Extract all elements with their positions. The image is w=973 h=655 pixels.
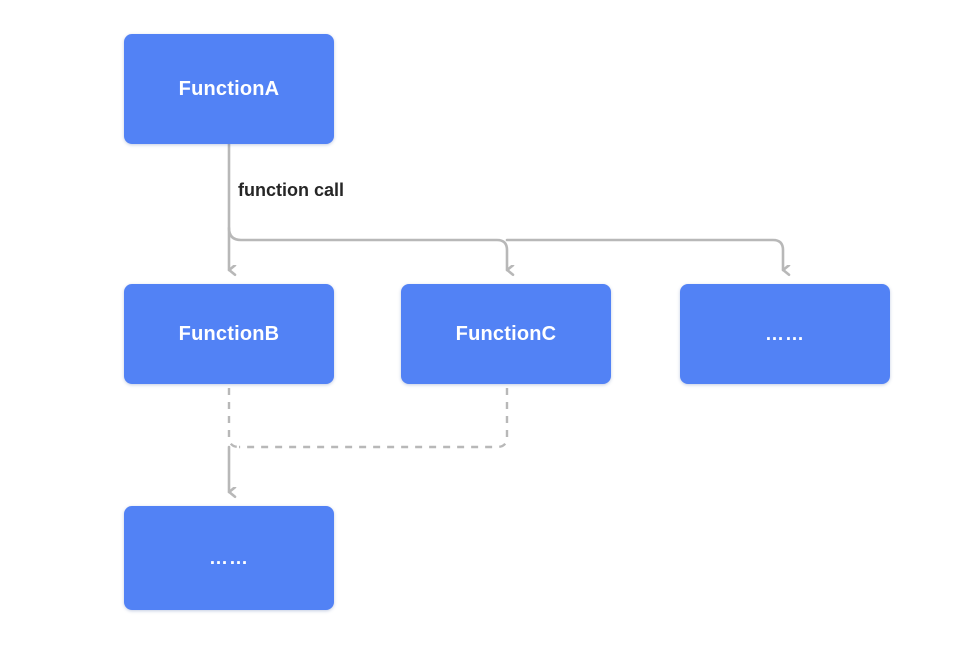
node-function-c-label: FunctionC — [455, 323, 557, 345]
node-function-a[interactable]: FunctionA — [124, 34, 334, 144]
node-function-b-label: FunctionB — [178, 323, 280, 345]
edge-a-to-more — [505, 238, 783, 270]
node-more-siblings[interactable]: …… — [680, 284, 890, 384]
edge-label-function-call: function call — [238, 180, 345, 200]
node-function-c[interactable]: FunctionC — [401, 284, 611, 384]
edge-c-to-leaf-dashed — [239, 388, 509, 449]
edge-b-to-leaf-dashed — [227, 388, 240, 449]
node-function-b[interactable]: FunctionB — [124, 284, 334, 384]
node-more-children-label: …… — [209, 547, 249, 569]
node-function-a-label: FunctionA — [178, 78, 280, 100]
node-more-children[interactable]: …… — [124, 506, 334, 610]
node-more-siblings-label: …… — [765, 323, 805, 345]
edge-a-to-c — [227, 226, 507, 270]
